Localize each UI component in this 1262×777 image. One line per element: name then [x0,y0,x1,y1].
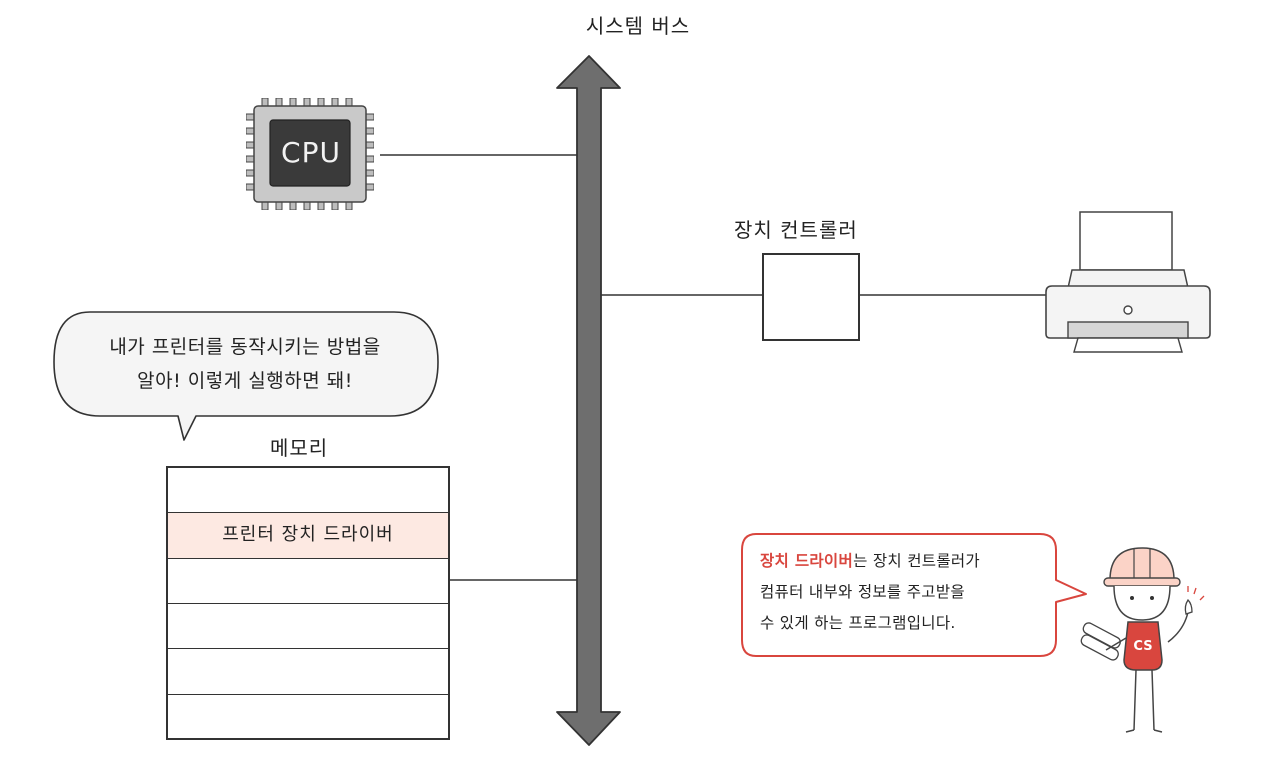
memory-row-printer-driver: 프린터 장치 드라이버 [168,513,448,559]
memory-row [168,649,448,695]
speech-bubble-text: 내가 프린터를 동작시키는 방법을 알아! 이렇게 실행하면 돼! [60,330,430,398]
blueprint-roll-icon [1080,622,1121,661]
memory-table: 프린터 장치 드라이버 [166,466,450,740]
speech-line-2: 알아! 이렇게 실행하면 돼! [137,370,353,392]
memory-label: 메모리 [270,436,329,460]
speech-bubble [53,311,439,441]
engineer-character-icon: CS [1080,547,1205,733]
printer-icon [1045,211,1211,353]
system-bus-title: 시스템 버스 [585,14,691,38]
cpu-label: CPU [281,136,341,169]
character-badge: CS [1133,639,1152,654]
speech-line-1: 내가 프린터를 동작시키는 방법을 [109,336,381,358]
cpu-chip-icon [246,98,374,210]
explanation-text: 장치 드라이버는 장치 컨트롤러가 컴퓨터 내부와 정보를 주고받을 수 있게 … [760,546,1060,639]
explanation-callout [741,533,1087,657]
memory-row [168,695,448,740]
memory-row [168,468,448,514]
explanation-line-3: 수 있게 하는 프로그램입니다. [760,614,956,632]
explanation-highlight: 장치 드라이버 [760,552,854,570]
explanation-line-1: 는 장치 컨트롤러가 [853,552,980,570]
explanation-line-2: 컴퓨터 내부와 정보를 주고받을 [760,583,965,601]
device-controller-box [762,253,860,341]
system-bus-arrow [556,55,621,746]
device-controller-label: 장치 컨트롤러 [734,218,858,242]
memory-row [168,559,448,604]
memory-row [168,604,448,650]
